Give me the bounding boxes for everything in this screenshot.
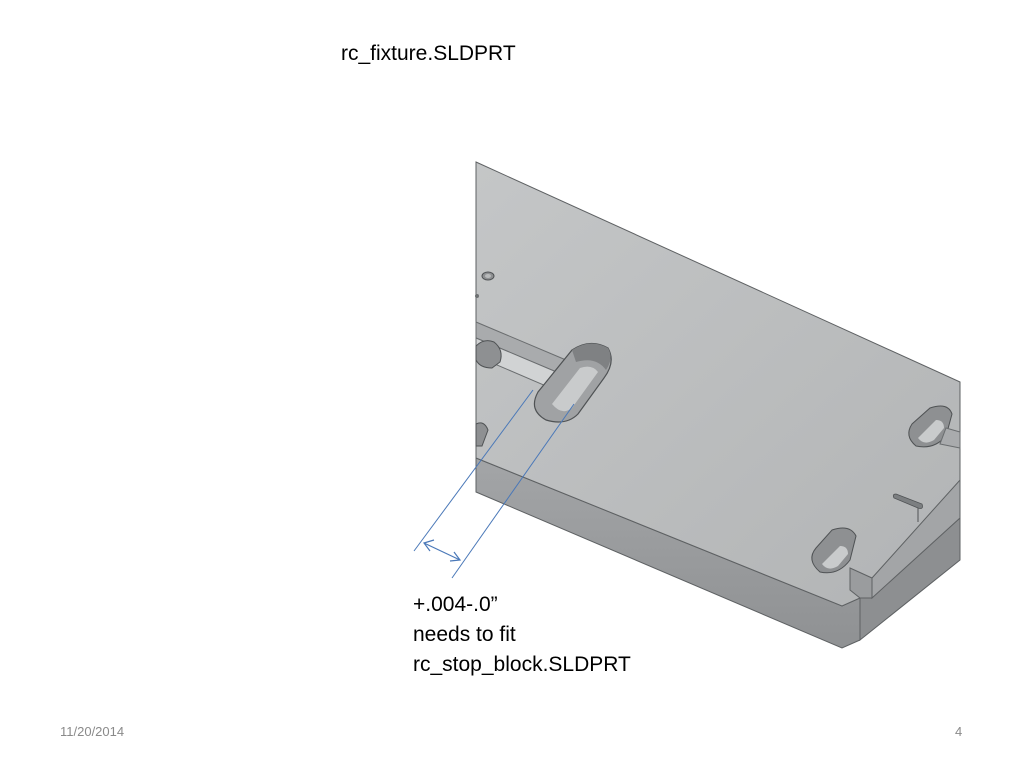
right-slot-lower-floor bbox=[822, 546, 848, 569]
tolerance-text: +.004-.0” bbox=[413, 593, 498, 616]
edge-slot bbox=[475, 340, 502, 369]
right-slot-upper-floor bbox=[918, 420, 944, 443]
right-step-upper bbox=[939, 427, 961, 449]
mounting-hole bbox=[485, 274, 491, 278]
page-number: 4 bbox=[955, 724, 963, 739]
mounting-hole-small bbox=[475, 294, 479, 298]
dimension-extension-line bbox=[413, 389, 534, 552]
dimension-arrow-left bbox=[423, 539, 435, 552]
dimension-arrow-right bbox=[449, 551, 462, 562]
footer-date: 11/20/2014 bbox=[60, 724, 125, 739]
dimension-line bbox=[423, 542, 461, 561]
fit-note-text: needs to fit bbox=[413, 623, 516, 646]
dimension-callout: +.004-.0” needs to fit rc_stop_block.SLD… bbox=[413, 590, 631, 680]
mating-part-text: rc_stop_block.SLDPRT bbox=[413, 653, 631, 676]
right-notch bbox=[849, 567, 873, 599]
dimension-extension-line bbox=[451, 403, 575, 579]
stop-block-slot-floor bbox=[552, 366, 598, 412]
right-slot-lower bbox=[811, 527, 857, 574]
stop-block-slot-wall bbox=[572, 343, 611, 370]
slide-title: rc_fixture.SLDPRT bbox=[341, 42, 516, 65]
edge-slot bbox=[475, 422, 489, 447]
